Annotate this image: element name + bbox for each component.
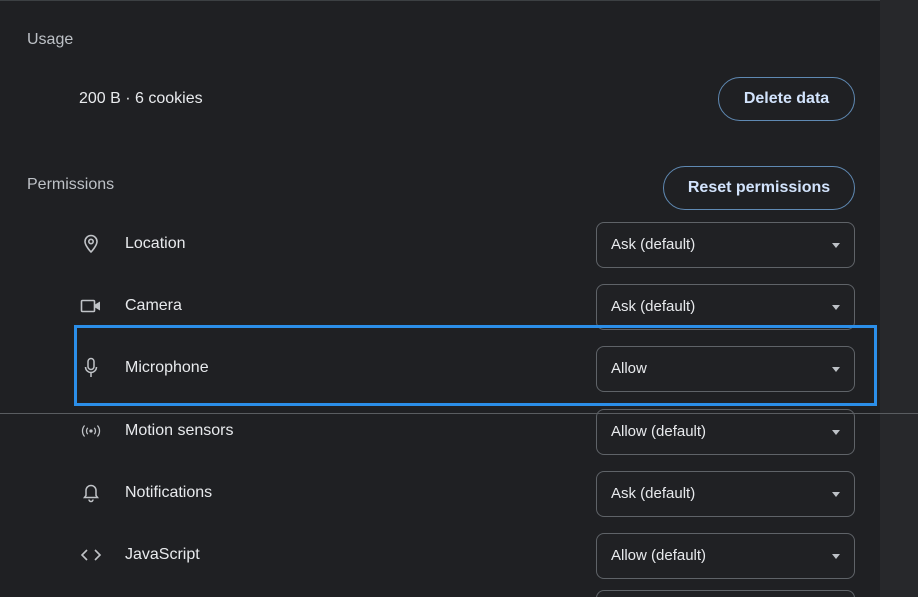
usage-section-title: Usage (27, 31, 74, 48)
location-permission-value: Ask (default) (611, 236, 696, 253)
motion-sensors-permission-select[interactable]: Allow (default) (596, 409, 855, 455)
camera-icon (80, 295, 102, 317)
overlay-divider-line (0, 413, 918, 414)
notifications-permission-value: Ask (default) (611, 485, 696, 502)
permission-label-motion-sensors: Motion sensors (125, 422, 234, 439)
permission-row-javascript: JavaScript Allow (default) (0, 532, 880, 580)
motion-sensors-icon (80, 420, 102, 442)
microphone-permission-value: Allow (611, 360, 647, 377)
location-permission-select[interactable]: Ask (default) (596, 222, 855, 268)
permission-label-javascript: JavaScript (125, 546, 200, 563)
permission-row-camera: Camera Ask (default) (0, 283, 880, 331)
javascript-permission-value: Allow (default) (611, 547, 707, 564)
chevron-down-icon (832, 492, 840, 497)
scrollbar-track[interactable] (880, 0, 918, 597)
permission-row-microphone: Microphone Allow (0, 345, 880, 393)
chevron-down-icon (832, 554, 840, 559)
permission-row-notifications: Notifications Ask (default) (0, 470, 880, 518)
camera-permission-select[interactable]: Ask (default) (596, 284, 855, 330)
reset-permissions-button[interactable]: Reset permissions (663, 166, 855, 210)
permission-row-location: Location Ask (default) (0, 221, 880, 269)
permission-row-motion-sensors: Motion sensors Allow (default) (0, 408, 880, 456)
location-pin-icon (80, 233, 102, 255)
permission-label-location: Location (125, 235, 186, 252)
permission-label-microphone: Microphone (125, 359, 209, 376)
delete-data-button[interactable]: Delete data (718, 77, 855, 121)
bell-icon (80, 482, 102, 504)
motion-sensors-permission-value: Allow (default) (611, 423, 707, 440)
permission-label-camera: Camera (125, 297, 182, 314)
notifications-permission-select[interactable]: Ask (default) (596, 471, 855, 517)
permissions-section-title: Permissions (27, 176, 115, 193)
chevron-down-icon (832, 367, 840, 372)
chevron-down-icon (832, 430, 840, 435)
chevron-down-icon (832, 243, 840, 248)
javascript-permission-select[interactable]: Allow (default) (596, 533, 855, 579)
chevron-down-icon (832, 305, 840, 310)
camera-permission-value: Ask (default) (611, 298, 696, 315)
code-icon (80, 544, 102, 566)
top-divider (0, 0, 880, 1)
next-permission-select[interactable] (596, 590, 855, 597)
microphone-icon (80, 357, 102, 379)
microphone-permission-select[interactable]: Allow (596, 346, 855, 392)
permission-label-notifications: Notifications (125, 484, 213, 501)
usage-summary: 200 B · 6 cookies (79, 90, 203, 107)
